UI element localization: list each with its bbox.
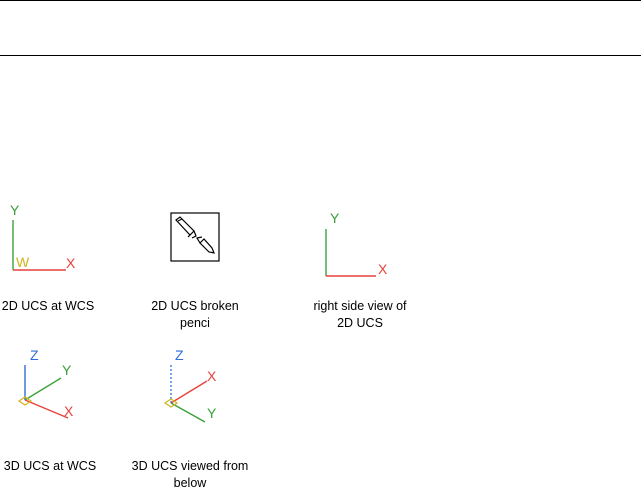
z-axis-label: Z — [175, 347, 184, 363]
x-axis-label: X — [66, 255, 76, 271]
y-axis-label: Y — [330, 210, 340, 226]
wcs-marker-label: W — [16, 254, 30, 270]
ucs-right-side-view-icon: Y X — [325, 210, 388, 277]
x-axis-label: X — [64, 403, 74, 419]
caption-broken-pencil: 2D UCS broken penci — [151, 299, 239, 330]
caption-viewed-from-below: 3D UCS viewed from below — [131, 459, 249, 490]
x-axis-label: X — [207, 368, 217, 384]
ucs-2d-wcs-icon: Y X W — [10, 202, 76, 271]
top-rule — [0, 0, 641, 1]
ucs-3d-from-below-icon: Z X Y — [163, 347, 217, 423]
x-axis-label: X — [378, 261, 388, 277]
caption-3d-ucs-at-wcs: 3D UCS at WCS — [3, 459, 97, 473]
caption-right-side-view: right side view of 2D UCS — [313, 299, 407, 330]
y-axis-label: Y — [62, 362, 72, 378]
broken-pencil-icon — [170, 212, 220, 262]
bottom-rule — [0, 55, 641, 56]
ucs-3d-wcs-icon: Z Y X — [17, 347, 74, 419]
y-axis-label: Y — [207, 405, 217, 421]
y-axis-label: Y — [10, 202, 20, 218]
caption-2d-ucs-at-wcs: 2D UCS at WCS — [1, 299, 95, 313]
z-axis-label: Z — [30, 347, 39, 363]
